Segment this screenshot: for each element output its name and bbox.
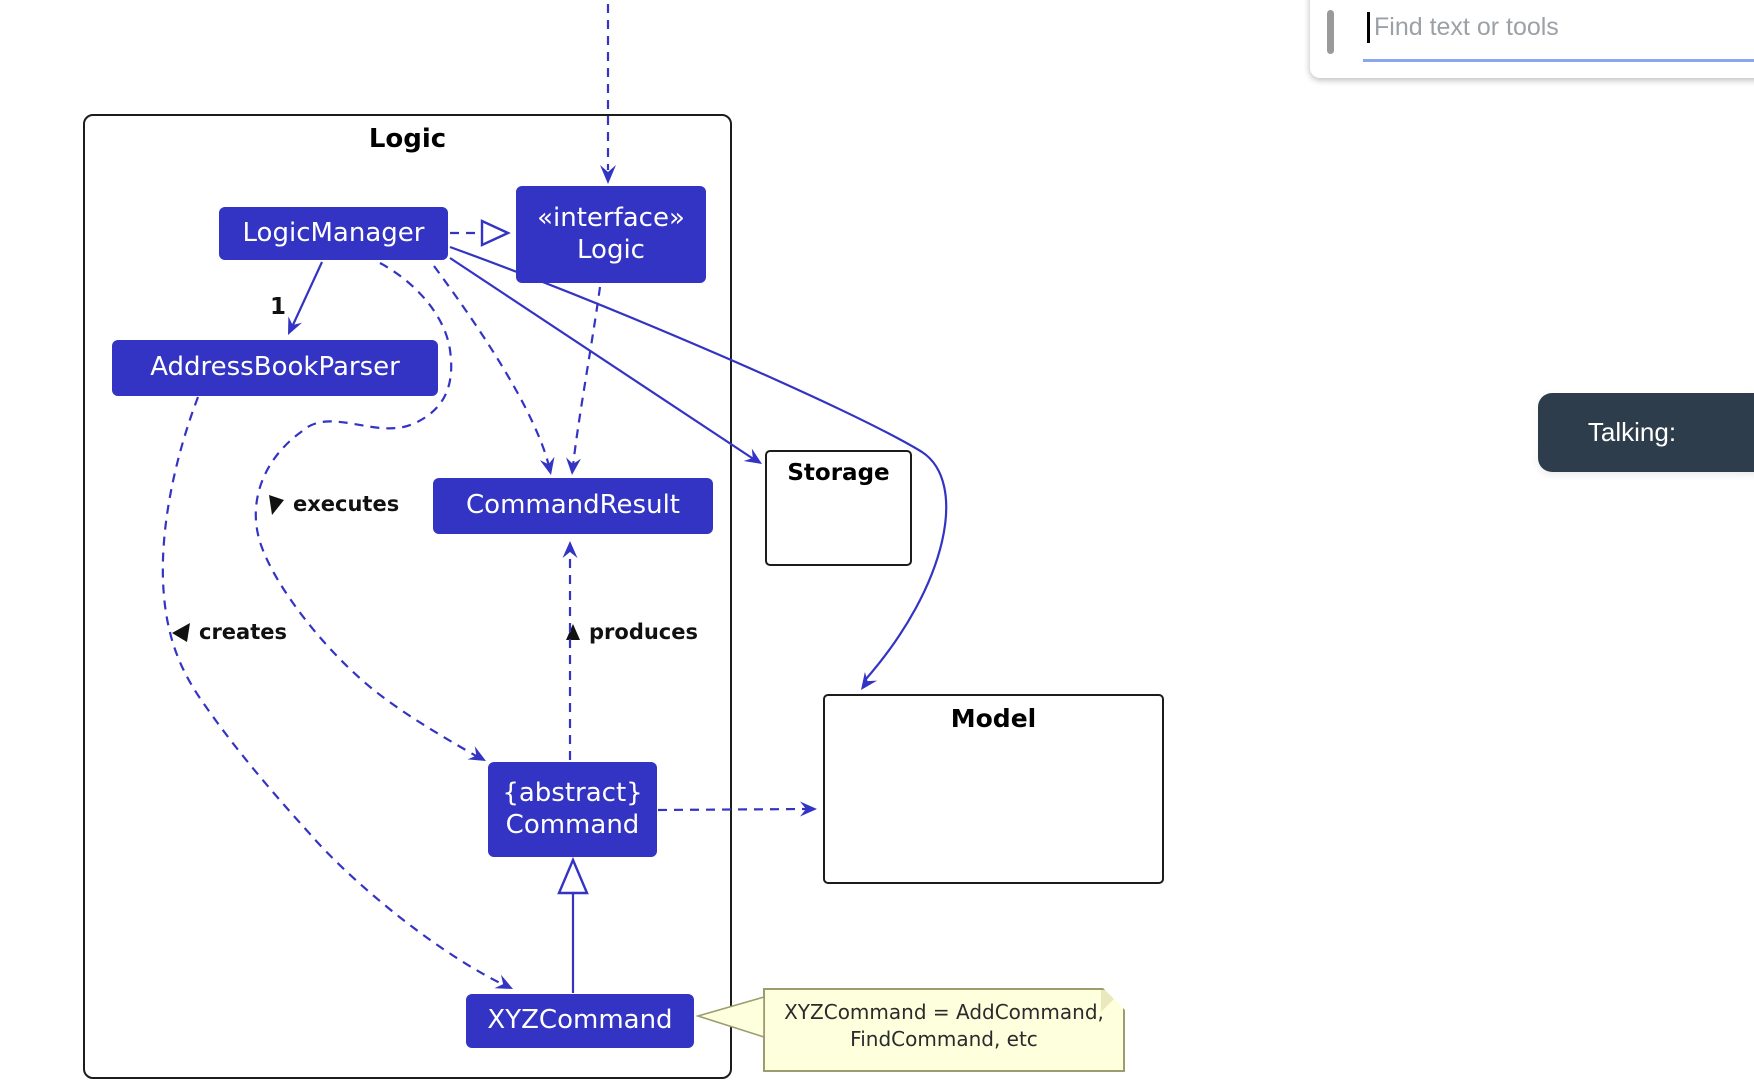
multiplicity-label: 1: [270, 294, 287, 320]
class-xyzcommand-label: XYZCommand: [487, 1005, 673, 1036]
class-commandresult-label: CommandResult: [466, 490, 680, 521]
toolbar-divider-bar: [1327, 10, 1334, 54]
class-command: {abstract} Command: [488, 762, 657, 857]
direction-triangle-icon: [566, 623, 580, 640]
model-package-box: Model: [823, 694, 1164, 884]
model-package-title: Model: [950, 704, 1037, 733]
creates-edge-label: creates: [172, 620, 287, 644]
xyzcommand-note: XYZCommand = AddCommand, FindCommand, et…: [763, 988, 1125, 1072]
arrowhead: [743, 448, 762, 464]
class-commandresult: CommandResult: [433, 478, 713, 534]
executes-label-text: executes: [293, 492, 400, 516]
find-input-underline: [1363, 59, 1754, 62]
logic-interface-label: Logic: [577, 234, 645, 265]
class-logic-interface: «interface» Logic: [516, 186, 706, 283]
note-line-2: FindCommand, etc: [850, 1027, 1038, 1051]
class-addressbookparser: AddressBookParser: [112, 340, 438, 396]
find-text-input[interactable]: [1372, 4, 1746, 50]
direction-triangle-icon: [269, 494, 284, 515]
class-command-label: Command: [505, 809, 640, 840]
logic-interface-stereotype: «interface»: [537, 202, 685, 233]
produces-label-text: produces: [589, 620, 698, 644]
text-caret: [1367, 12, 1370, 43]
produces-edge-label: produces: [566, 620, 698, 644]
storage-package-box: Storage: [765, 450, 912, 566]
direction-triangle-icon: [172, 622, 190, 642]
class-logicmanager-label: LogicManager: [242, 217, 425, 248]
class-xyzcommand: XYZCommand: [466, 994, 694, 1048]
arrowhead: [800, 801, 817, 817]
talking-status-badge: Talking:: [1538, 393, 1754, 472]
creates-label-text: creates: [199, 620, 287, 644]
storage-package-title: Storage: [787, 460, 890, 486]
class-addressbookparser-label: AddressBookParser: [150, 352, 400, 383]
note-line-1: XYZCommand = AddCommand,: [784, 1000, 1104, 1024]
talking-status-label: Talking:: [1587, 417, 1677, 447]
class-logicmanager: LogicManager: [219, 207, 448, 260]
logic-frame-title: Logic: [368, 124, 447, 154]
executes-edge-label: executes: [268, 492, 399, 516]
note-fold-corner-icon: [1101, 990, 1123, 1012]
arrowhead: [861, 671, 878, 690]
class-command-stereotype: {abstract}: [502, 777, 643, 808]
find-toolbar: [1310, 0, 1754, 78]
